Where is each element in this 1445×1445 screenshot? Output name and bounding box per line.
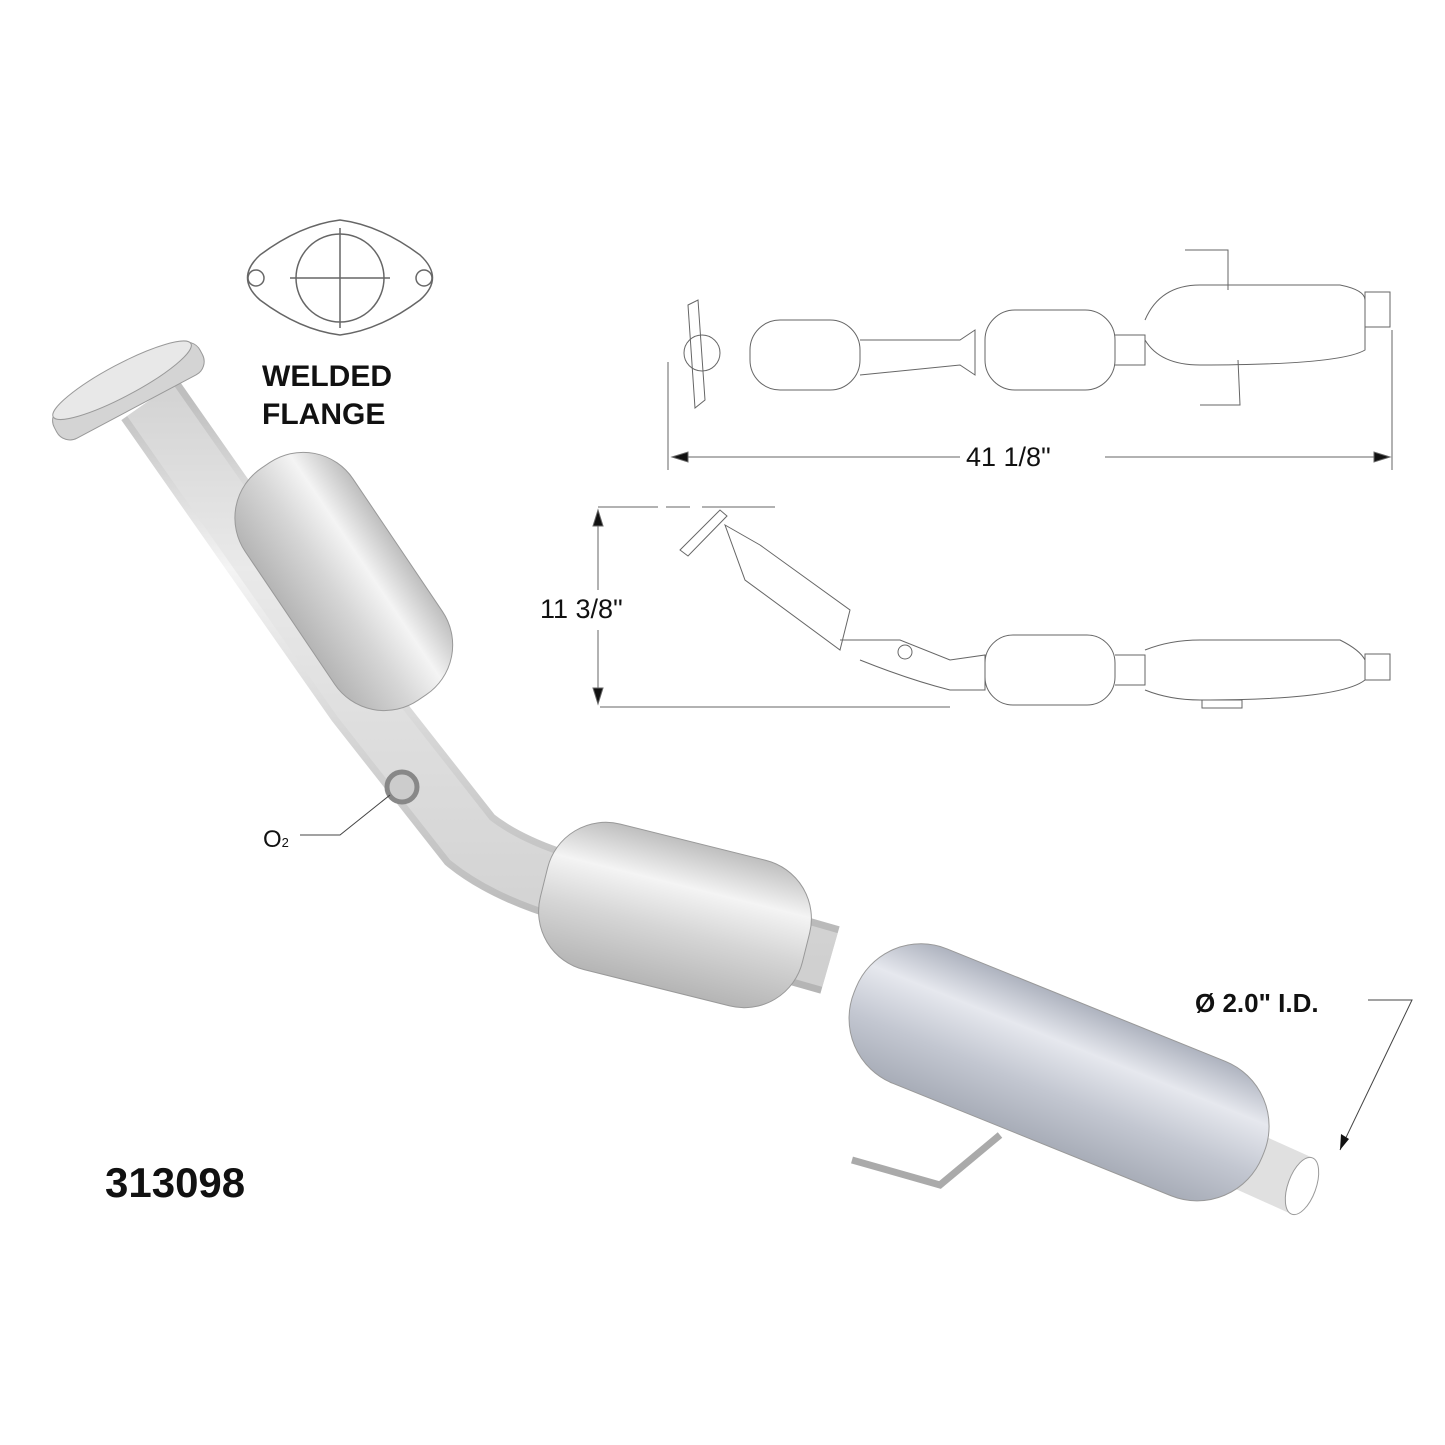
welded-flange-icon	[246, 219, 434, 336]
o2-sensor-bung	[384, 769, 420, 805]
hanger-bracket	[851, 1132, 1003, 1189]
o2-sensor-label: O2	[263, 826, 289, 853]
outlet-opening	[1284, 1156, 1320, 1216]
outlet-diameter-label: Ø 2.0" I.D.	[1195, 988, 1319, 1018]
resonator	[848, 943, 1270, 1202]
catalytic-converter-1	[234, 451, 454, 712]
length-dimension: 41 1/8"	[966, 442, 1051, 472]
catalytic-converter-2	[538, 821, 812, 1009]
top-view-drawing	[667, 249, 1393, 470]
welded-flange-label-line1: WELDED	[262, 360, 392, 393]
side-view-drawing	[592, 506, 1391, 709]
inlet-flange	[52, 340, 205, 441]
main-assembly	[52, 340, 1320, 1216]
part-number: 313098	[105, 1159, 246, 1206]
welded-flange-label-line2: FLANGE	[262, 398, 386, 431]
o2-leader-line	[300, 794, 391, 836]
height-dimension: 11 3/8"	[540, 594, 623, 624]
